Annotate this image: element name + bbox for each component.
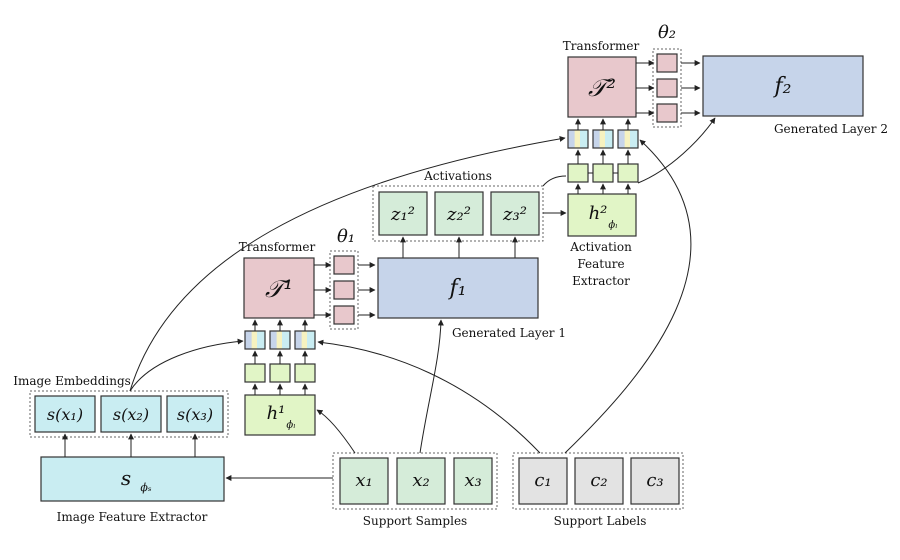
support-sample-2: x₂	[412, 470, 429, 491]
activation-z1: z₁²	[390, 204, 415, 225]
t1-token-2	[269, 330, 291, 350]
support-labels-label: Support Labels	[554, 514, 647, 528]
theta2-label: θ₂	[658, 22, 676, 43]
h1-symbol: h¹	[267, 403, 286, 424]
embedding-1-box	[34, 395, 96, 433]
t1-feature-3	[294, 363, 316, 383]
support-sample-3-box	[453, 457, 493, 505]
theta2-cell-2	[656, 78, 678, 98]
support-label-1-box	[518, 457, 568, 505]
support-sample-1: x₁	[355, 470, 372, 491]
embedding-2: s(x₂)	[113, 405, 149, 424]
embedding-1: s(x₁)	[47, 405, 83, 424]
transformer-2-symbol: 𝒯²	[588, 74, 616, 102]
h2-subscript: ϕₗ	[608, 220, 617, 231]
activation-feature-extractor-line2: Feature	[577, 257, 624, 271]
transformer-top-label: Transformer	[563, 39, 640, 53]
activation-extractor-box	[567, 193, 637, 237]
image-activation-extractor-box	[244, 394, 316, 436]
generated-layer-2-label: Generated Layer 2	[774, 122, 888, 136]
theta2-cell-1	[656, 53, 678, 73]
t2-feature-3	[617, 163, 639, 183]
embedding-3-box	[166, 395, 224, 433]
support-label-1: c₁	[534, 470, 551, 491]
f2-box	[702, 55, 864, 117]
support-sample-3: x₃	[464, 470, 481, 491]
embedding-3: s(x₃)	[177, 405, 213, 424]
transformer-mid-label: Transformer	[239, 240, 316, 254]
activations-label: Activations	[423, 169, 492, 183]
support-sample-2-box	[396, 457, 446, 505]
t1-token-3	[294, 330, 316, 350]
theta1-label: θ₁	[337, 226, 355, 247]
s-phi-subscript: ϕₛ	[140, 481, 151, 494]
s-phi-symbol: s	[121, 466, 131, 490]
activation-z2-box	[434, 191, 484, 236]
transformer-1-box	[243, 257, 315, 319]
theta2-cell-3	[656, 103, 678, 123]
t2-feature-2	[592, 163, 614, 183]
transformer-1-symbol: 𝒯¹	[265, 275, 293, 303]
generated-layer-1-label: Generated Layer 1	[452, 326, 566, 340]
theta1-cell-3	[333, 305, 355, 325]
activation-feature-extractor-line3: Extractor	[572, 274, 630, 288]
f2-symbol: f₂	[773, 74, 792, 99]
t2-token-2	[592, 129, 614, 149]
activation-feature-extractor-line1: Activation	[569, 240, 632, 254]
theta1-cell-2	[333, 280, 355, 300]
t1-token-1	[244, 330, 266, 350]
activation-z2: z₂²	[446, 204, 471, 225]
image-embeddings-group	[29, 390, 229, 438]
theta1-cell-1	[333, 255, 355, 275]
h2-symbol: h²	[589, 203, 608, 224]
f1-symbol: f₁	[448, 276, 467, 301]
t2-token-1	[567, 129, 589, 149]
image-feature-extractor-box	[40, 456, 225, 502]
support-label-2: c₂	[590, 470, 607, 491]
t1-feature-1	[244, 363, 266, 383]
support-label-2-box	[574, 457, 624, 505]
support-labels-group	[512, 452, 684, 510]
h1-subscript: ϕₗ	[286, 420, 295, 431]
activation-z1-box	[378, 191, 428, 236]
activation-z3: z₃²	[502, 204, 527, 225]
support-label-3: c₃	[646, 470, 663, 491]
transformer-2-box	[567, 56, 637, 118]
support-sample-1-box	[339, 457, 389, 505]
image-feature-extractor-label: Image Feature Extractor	[57, 510, 208, 524]
t2-token-3	[617, 129, 639, 149]
t2-feature-1	[567, 163, 589, 183]
activation-z3-box	[490, 191, 540, 236]
support-samples-label: Support Samples	[363, 514, 467, 528]
image-embeddings-label: Image Embeddings	[13, 374, 131, 388]
support-samples-group	[332, 452, 498, 510]
t1-feature-2	[269, 363, 291, 383]
embedding-2-box	[100, 395, 162, 433]
f1-box	[377, 257, 539, 319]
support-label-3-box	[630, 457, 680, 505]
